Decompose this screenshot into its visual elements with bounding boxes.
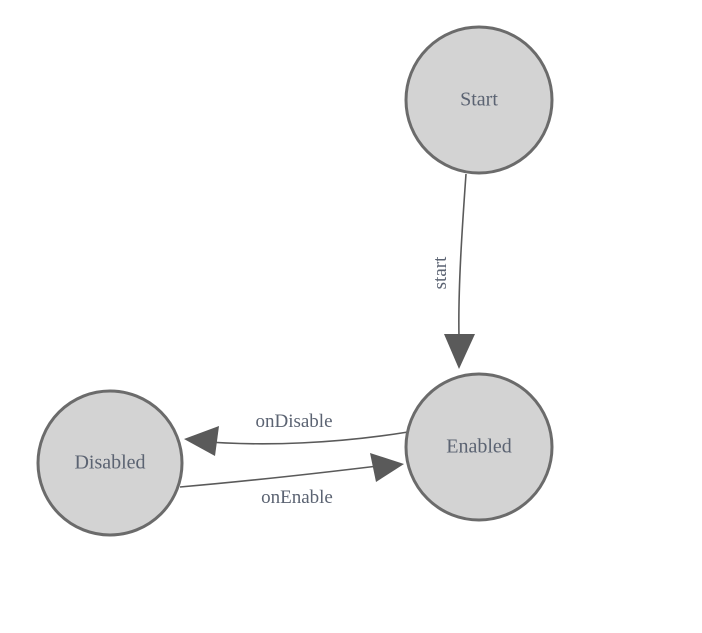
edge-disabled-to-enabled-path	[179, 465, 379, 488]
edge-start-to-enabled[interactable]	[444, 173, 475, 369]
state-node-disabled-label: Disabled	[74, 452, 145, 474]
edge-disabled-to-enabled-arrowhead	[370, 453, 404, 482]
state-node-start-label: Start	[460, 89, 498, 111]
edge-label-on-enable: onEnable	[261, 487, 333, 508]
edge-enabled-to-disabled-arrowhead	[184, 426, 219, 456]
state-node-disabled[interactable]: Disabled	[36, 389, 184, 537]
state-node-enabled-label: Enabled	[446, 436, 512, 458]
edge-enabled-to-disabled[interactable]	[184, 426, 409, 456]
state-node-enabled-circle	[404, 372, 554, 522]
edge-enabled-to-disabled-path	[195, 431, 409, 445]
state-node-enabled[interactable]: Enabled	[404, 372, 554, 522]
edge-label-start: start	[430, 256, 451, 289]
state-node-start[interactable]: Start	[404, 25, 554, 175]
edge-start-to-enabled-path	[458, 173, 467, 338]
edge-label-on-disable: onDisable	[255, 411, 332, 432]
edge-disabled-to-enabled[interactable]	[179, 453, 404, 488]
state-node-disabled-circle	[36, 389, 184, 537]
state-node-start-circle	[404, 25, 554, 175]
edge-start-to-enabled-arrowhead	[444, 334, 475, 369]
